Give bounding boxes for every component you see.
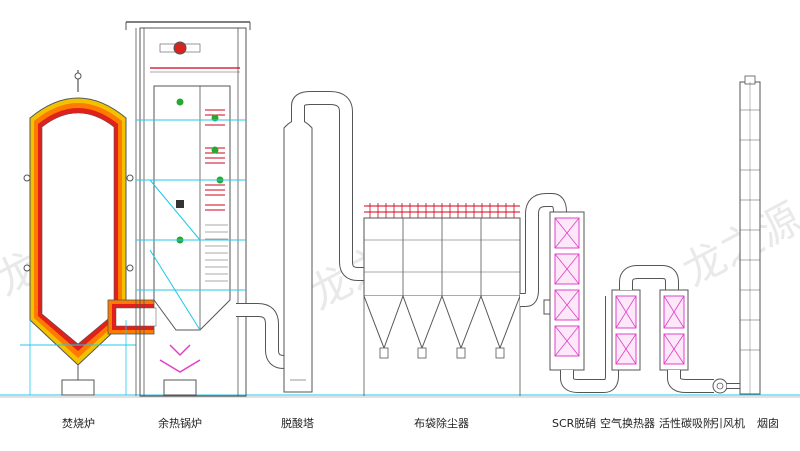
label-air-heat-exchanger: 空气换热器: [600, 417, 655, 430]
waste-heat-boiler: [125, 21, 251, 397]
boiler-outlet-duct: [236, 303, 291, 369]
boiler-ash-box: [163, 379, 197, 396]
induced-fan-icon: [712, 378, 728, 394]
activated-carbon-adsorber: [659, 289, 714, 393]
bag-filter: [363, 193, 567, 396]
air-heat-exchanger: [611, 265, 679, 371]
label-bag-filter: 布袋除尘器: [414, 417, 469, 430]
induced-draft-fan: [712, 378, 740, 394]
boiler-gauge-icon-1: [176, 98, 184, 106]
deacid-tower: [283, 91, 368, 393]
label-scr: SCR脱硝: [552, 417, 597, 430]
label-induced-fan: 引风机: [712, 417, 745, 430]
incinerator-ash-box: [61, 379, 95, 396]
scr-reactor: [543, 211, 619, 393]
watermark-right: 龙之源: [675, 193, 800, 295]
chimney: [739, 75, 761, 395]
incinerator-top-valve-icon: [74, 72, 82, 80]
label-deacid-tower: 脱酸塔: [281, 417, 314, 430]
label-waste-heat-boiler: 余热锅炉: [158, 417, 202, 430]
label-activated-carbon: 活性碳吸附: [659, 417, 714, 430]
incinerator: [20, 70, 157, 396]
boiler-drum-icon: [173, 41, 187, 55]
boiler-gauge-icon-3: [211, 146, 219, 154]
label-incinerator: 焚烧炉: [62, 417, 95, 430]
label-chimney: 烟囱: [757, 417, 779, 430]
